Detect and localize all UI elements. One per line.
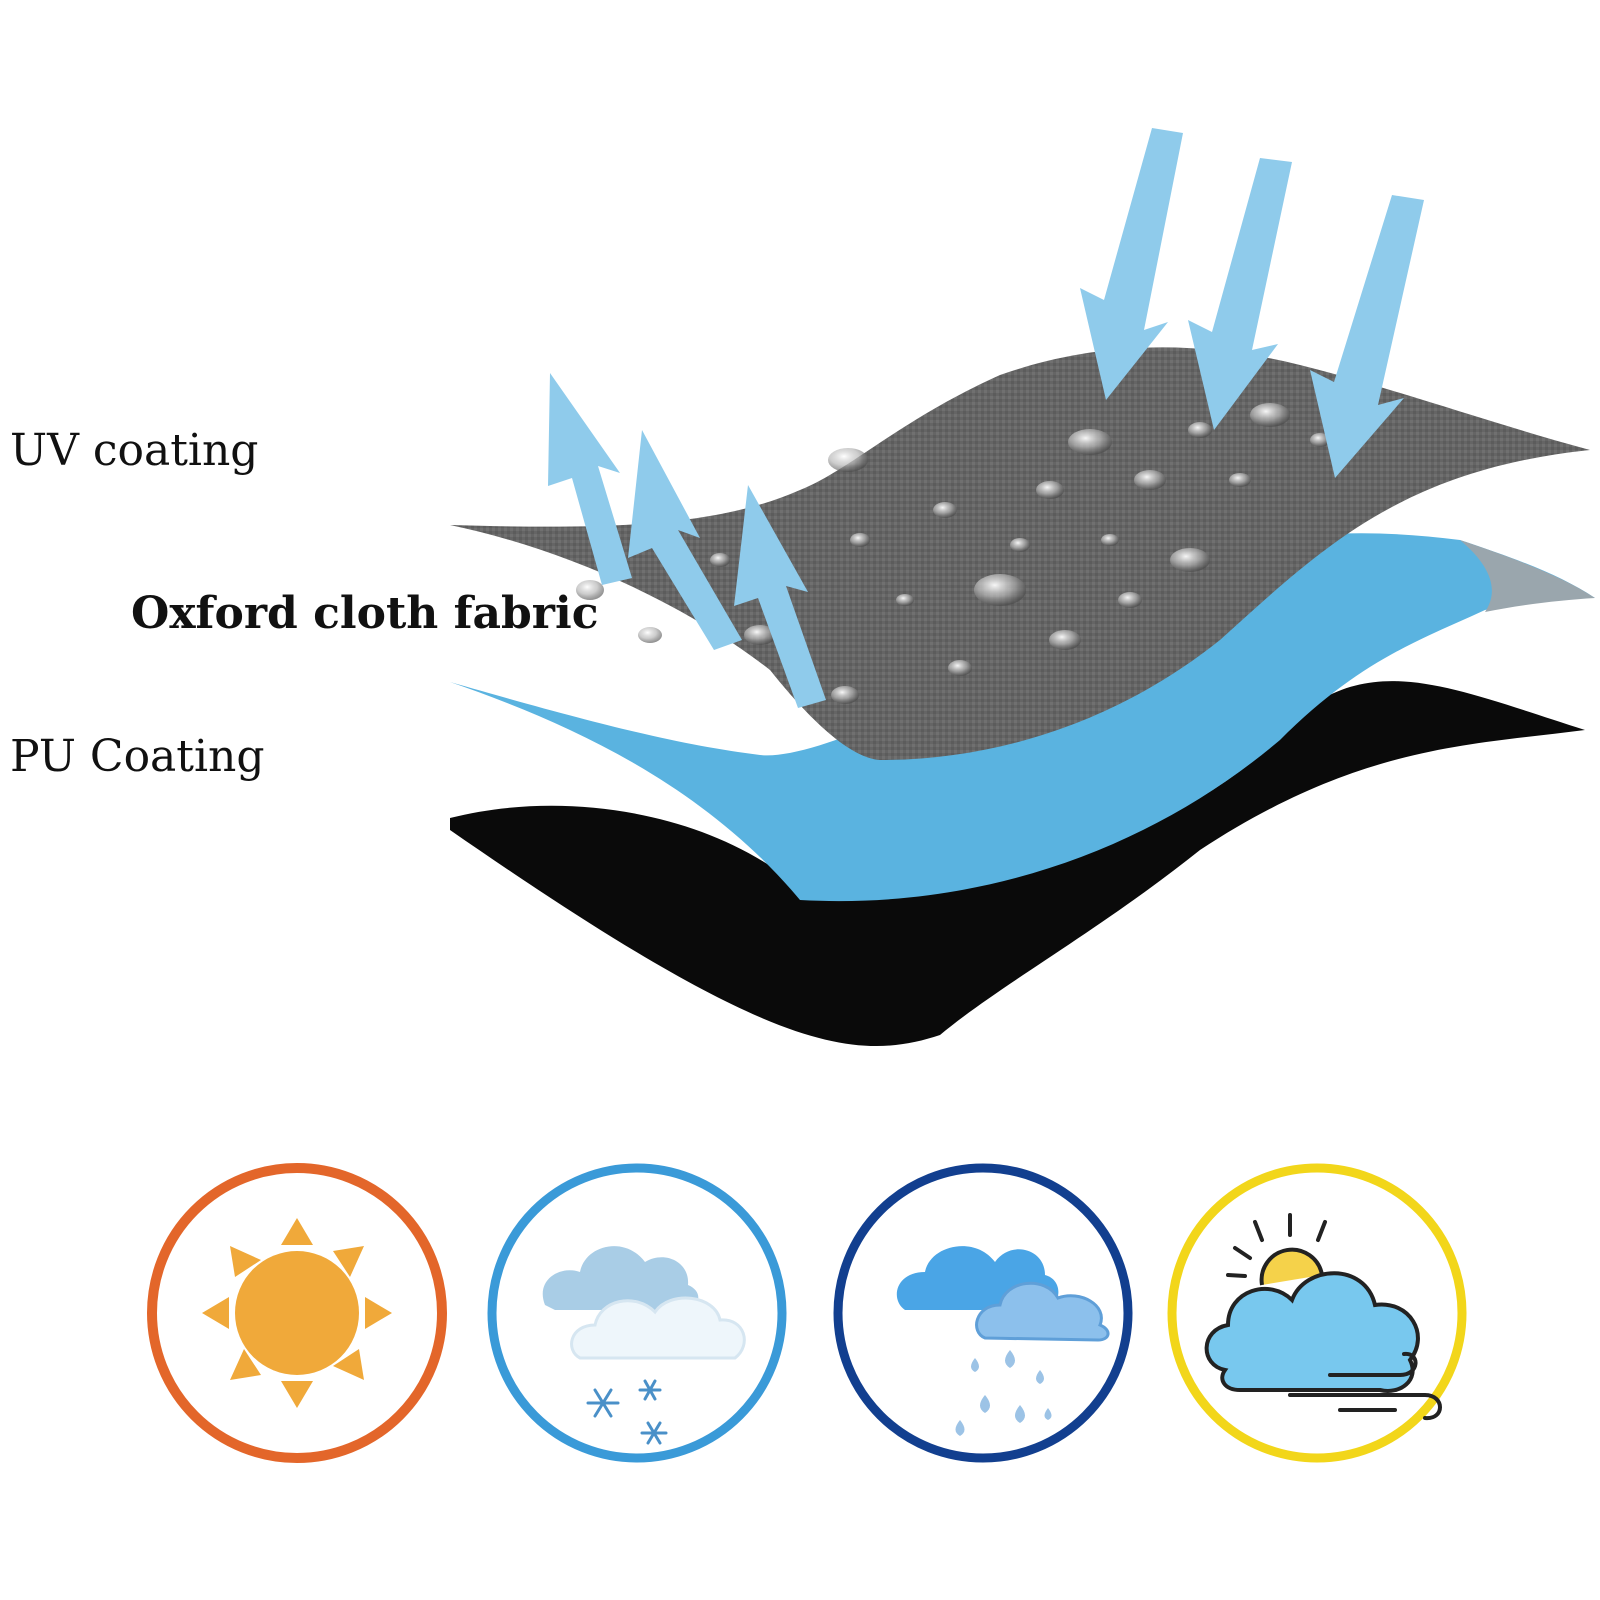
rain-cloud-icon <box>833 1163 1133 1463</box>
uv-coating-layer <box>450 347 1590 760</box>
oxford-cloth-label: Oxford cloth fabric <box>131 588 599 639</box>
water-droplets <box>576 403 1330 704</box>
down-arrow-3 <box>1310 195 1424 478</box>
wind-sun-cloud-icon <box>1167 1163 1467 1463</box>
down-arrow-1 <box>1080 128 1183 400</box>
down-arrows <box>1080 128 1424 478</box>
down-arrow-2 <box>1188 158 1292 430</box>
pu-coating-layer <box>450 681 1585 1047</box>
uv-coating-label: UV coating <box>10 425 259 476</box>
up-arrow-1 <box>548 373 632 585</box>
up-arrow-3 <box>734 485 826 708</box>
sun-icon <box>147 1163 447 1463</box>
up-arrows <box>548 373 826 708</box>
up-arrow-2 <box>628 430 742 650</box>
pu-coating-label: PU Coating <box>10 731 265 782</box>
snow-cloud-icon <box>487 1163 787 1463</box>
